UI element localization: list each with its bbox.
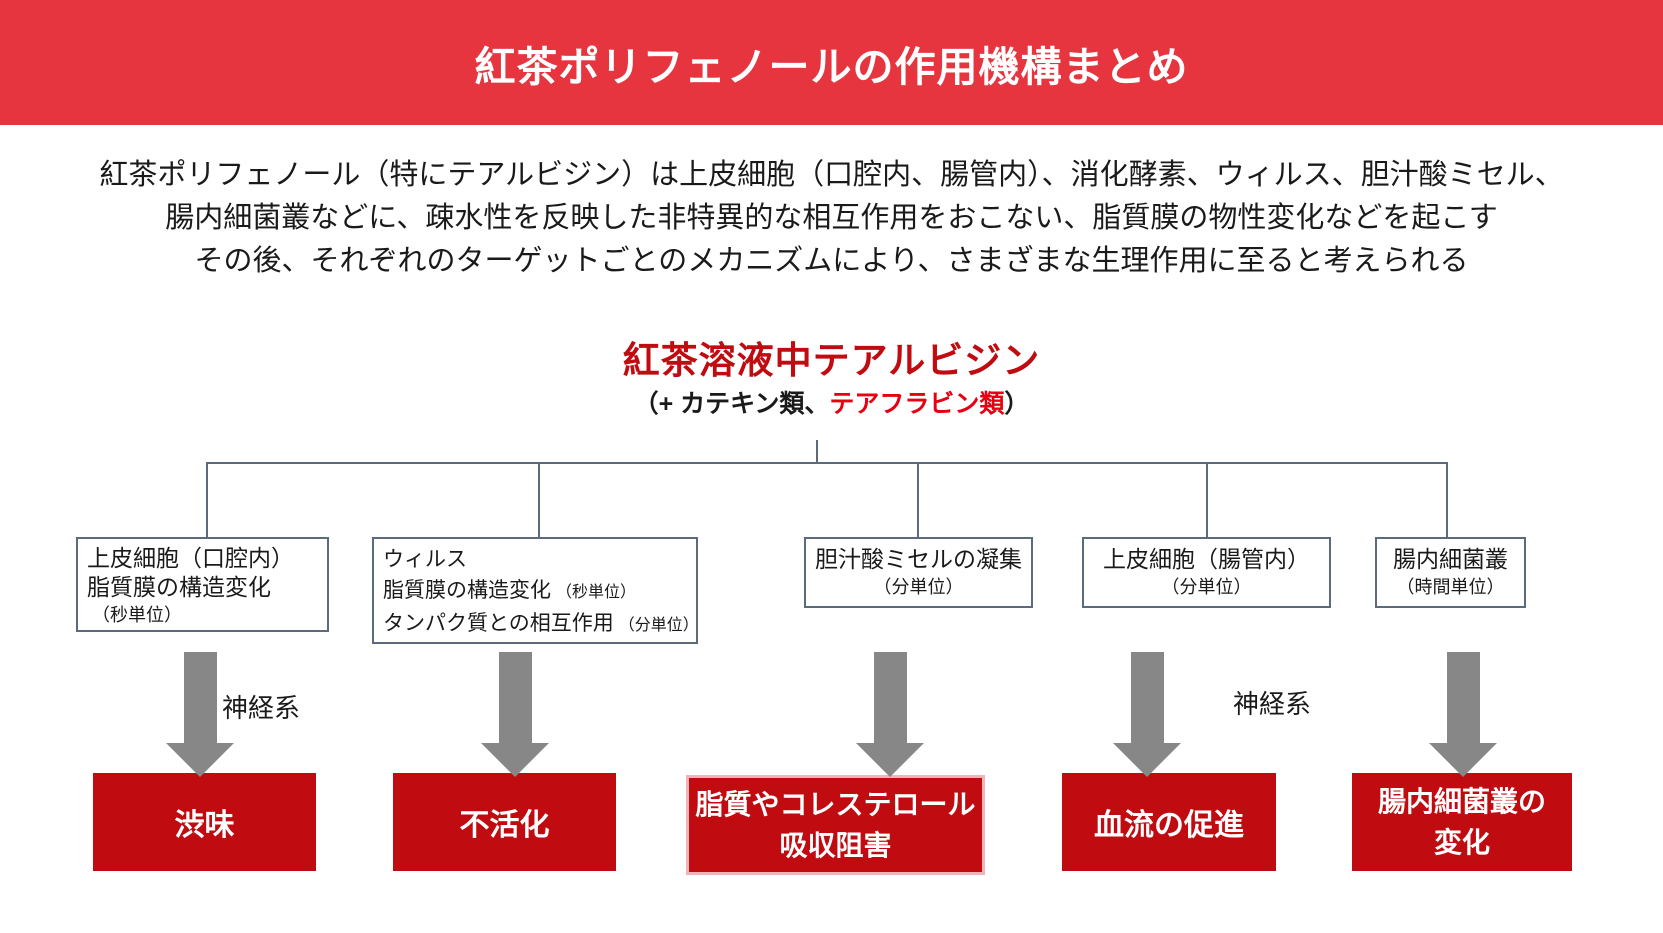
target-line: 胆汁酸ミセルの凝集 bbox=[815, 546, 1022, 572]
target-box-bile-micelle: 胆汁酸ミセルの凝集 （分単位） bbox=[804, 537, 1033, 608]
subtitle-prefix: （+ カテキン類、 bbox=[633, 390, 830, 418]
target-line: 脂質膜の構造変化 bbox=[87, 574, 271, 600]
subtitle-suffix: ） bbox=[1004, 390, 1030, 418]
intro-line-3: その後、それぞれのターゲットごとのメカニズムにより、さまざまな生理作用に至ると考… bbox=[194, 245, 1469, 277]
result-label: 渋味 bbox=[174, 809, 235, 842]
result-label: 血流の促進 bbox=[1094, 809, 1244, 842]
target-line-small: （分単位） bbox=[618, 617, 699, 634]
arrow-shaft bbox=[874, 652, 907, 743]
target-box-oral-epithelium: 上皮細胞（口腔内） 脂質膜の構造変化 （秒単位） bbox=[76, 537, 329, 632]
intro-line-1: 紅茶ポリフェノール（特にテアルビジン）は上皮細胞（口腔内、腸管内）、消化酵素、ウ… bbox=[99, 159, 1564, 191]
page-title: 紅茶ポリフェノールの作用機構まとめ bbox=[474, 43, 1189, 90]
intro-paragraph: 紅茶ポリフェノール（特にテアルビジン）は上皮細胞（口腔内、腸管内）、消化酵素、ウ… bbox=[0, 154, 1663, 283]
result-label: 腸内細菌叢の 変化 bbox=[1377, 786, 1546, 858]
target-line: 腸内細菌叢 bbox=[1393, 546, 1508, 572]
target-line: ウィルス bbox=[383, 548, 467, 571]
arrow-shaft bbox=[499, 652, 532, 743]
target-line-small: （秒単位） bbox=[92, 605, 182, 625]
connector-branch-3 bbox=[917, 462, 919, 538]
result-box-absorption-inhibition: 脂質やコレステロール 吸収阻害 bbox=[686, 775, 985, 875]
target-line-main: 脂質膜の構造変化 bbox=[383, 579, 551, 602]
arrow-label-nervous-system: 神経系 bbox=[222, 693, 301, 723]
target-line: 脂質膜の構造変化 （秒単位） bbox=[383, 575, 687, 608]
arrow-label-nervous-system: 神経系 bbox=[1233, 689, 1312, 719]
result-box-microbiota-change: 腸内細菌叢の 変化 bbox=[1352, 773, 1572, 871]
target-box-virus: ウィルス 脂質膜の構造変化 （秒単位） タンパク質との相互作用（分単位） bbox=[372, 537, 699, 644]
connector-branch-5 bbox=[1446, 462, 1448, 538]
target-box-gut-microbiota: 腸内細菌叢 （時間単位） bbox=[1375, 537, 1526, 608]
central-title: 紅茶溶液中テアルビジン bbox=[622, 340, 1041, 381]
arrow-head bbox=[856, 743, 924, 777]
arrow-shaft bbox=[184, 652, 217, 743]
connector-branch-2 bbox=[538, 462, 540, 538]
arrow-shaft bbox=[1131, 652, 1164, 743]
target-line: 上皮細胞（腸管内） bbox=[1103, 546, 1310, 572]
connector-branch-4 bbox=[1206, 462, 1208, 538]
result-label: 不活化 bbox=[459, 809, 550, 842]
target-line-small: （時間単位） bbox=[1396, 577, 1505, 597]
target-line-small: （分単位） bbox=[1161, 577, 1252, 597]
arrow-head bbox=[1113, 743, 1181, 777]
target-line-main: タンパク質との相互作用 bbox=[383, 612, 614, 635]
result-box-blood-flow: 血流の促進 bbox=[1062, 773, 1276, 871]
result-box-inactivation: 不活化 bbox=[393, 773, 616, 871]
connector-branch-1 bbox=[206, 462, 208, 538]
connector-horizontal bbox=[207, 462, 1448, 464]
intro-line-2: 腸内細菌叢などに、疎水性を反映した非特異的な相互作用をおこない、脂質膜の物性変化… bbox=[165, 202, 1498, 234]
header-banner: 紅茶ポリフェノールの作用機構まとめ bbox=[0, 0, 1663, 125]
arrow-head bbox=[481, 743, 549, 777]
target-box-intestinal-epithelium: 上皮細胞（腸管内） （分単位） bbox=[1082, 537, 1331, 608]
target-line-small: （秒単位） bbox=[556, 584, 637, 601]
target-line-small: （分単位） bbox=[873, 577, 964, 597]
connector-trunk bbox=[816, 440, 818, 464]
result-label: 脂質やコレステロール 吸収阻害 bbox=[695, 789, 976, 861]
target-line: タンパク質との相互作用（分単位） bbox=[383, 608, 699, 641]
arrow-head bbox=[166, 743, 234, 777]
result-box-astringency: 渋味 bbox=[93, 773, 316, 871]
subtitle-highlight: テアフラビン類 bbox=[829, 390, 1005, 418]
arrow-shaft bbox=[1447, 652, 1480, 743]
arrow-head bbox=[1429, 743, 1497, 777]
central-subtitle: （+ カテキン類、テアフラビン類） bbox=[0, 384, 1663, 420]
target-line: 上皮細胞（口腔内） bbox=[87, 545, 294, 571]
